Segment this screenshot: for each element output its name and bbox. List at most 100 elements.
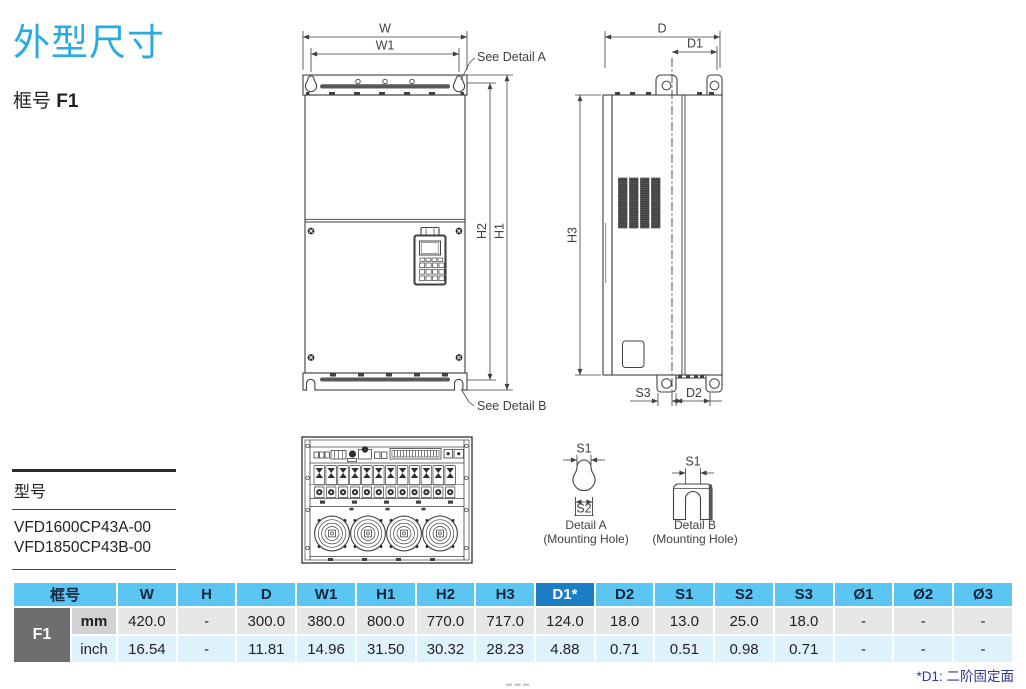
bottom-notch-left bbox=[305, 378, 316, 391]
cell: - bbox=[177, 636, 236, 662]
cell: 0.51 bbox=[655, 636, 714, 662]
page-title: 外型尺寸 bbox=[13, 22, 165, 63]
bottom-view bbox=[301, 436, 473, 564]
cell: 300.0 bbox=[237, 608, 296, 634]
side-tab-bottom-left bbox=[656, 375, 677, 393]
mounting-keyhole-right bbox=[452, 75, 466, 93]
mounting-keyhole-left bbox=[304, 75, 318, 93]
detail-b-title: Detail B bbox=[674, 518, 716, 532]
header-h3: H3 bbox=[476, 583, 535, 606]
header-h: H bbox=[177, 583, 236, 606]
see-detail-b-label: See Detail B bbox=[477, 399, 546, 413]
cell: - bbox=[954, 608, 1012, 634]
side-body bbox=[611, 94, 723, 376]
header-h1: H1 bbox=[356, 583, 415, 606]
bottom-flange bbox=[302, 372, 468, 391]
model-item: VFD1600CP43A-00 bbox=[14, 519, 151, 536]
dim-label-d1: D1 bbox=[687, 37, 703, 51]
bottom-notch-right bbox=[453, 378, 464, 391]
cell: - bbox=[834, 636, 893, 662]
header-s2: S2 bbox=[715, 583, 773, 606]
header-s3: S3 bbox=[774, 583, 833, 606]
cell-d1: 4.88 bbox=[536, 636, 594, 662]
front-view: W W1 bbox=[302, 22, 546, 413]
side-tab-top-left bbox=[655, 74, 678, 95]
see-detail-a-label: See Detail A bbox=[477, 50, 546, 64]
header-d2: D2 bbox=[595, 583, 654, 606]
model-section-heading: 型号 bbox=[12, 472, 176, 510]
dim-label-d2: D2 bbox=[686, 386, 702, 400]
detail-b-caption: (Mounting Hole) bbox=[652, 532, 737, 546]
cell: 18.0 bbox=[595, 608, 654, 634]
side-front-panel bbox=[602, 94, 613, 376]
table-header-row: 框号 W H D W1 H1 H2 H3 D1* D2 S1 S2 S3 Ø1 … bbox=[14, 583, 1012, 606]
header-w: W bbox=[118, 583, 176, 606]
cell: 420.0 bbox=[118, 608, 176, 634]
header-d1: D1* bbox=[536, 583, 594, 606]
detail-a-caption: (Mounting Hole) bbox=[543, 532, 628, 546]
cell: 0.71 bbox=[595, 636, 654, 662]
cell: 0.71 bbox=[774, 636, 833, 662]
side-tab-top-right bbox=[706, 74, 723, 95]
frame-number-value: F1 bbox=[56, 91, 79, 112]
front-body bbox=[304, 94, 466, 374]
model-section: 型号 VFD1600CP43A-00 VFD1850CP43B-00 bbox=[12, 469, 176, 570]
detail-b: S1 Detail B (Mounting Hole) bbox=[652, 455, 737, 547]
cell: 13.0 bbox=[655, 608, 714, 634]
cell: 16.54 bbox=[118, 636, 176, 662]
dim-label-h3: H3 bbox=[566, 227, 580, 243]
bottom-view-outline bbox=[301, 436, 473, 564]
dimension-table: 框号 W H D W1 H1 H2 H3 D1* D2 S1 S2 S3 Ø1 … bbox=[12, 581, 1014, 664]
cell: 0.98 bbox=[715, 636, 773, 662]
header-h2: H2 bbox=[416, 583, 475, 606]
rail-holes bbox=[305, 443, 469, 551]
cell: 31.50 bbox=[356, 636, 415, 662]
bottom-slot bbox=[320, 377, 450, 382]
table-footnote: *D1: 二阶固定面 bbox=[916, 669, 1014, 684]
io-connector bbox=[389, 448, 442, 460]
cell: - bbox=[177, 608, 236, 634]
detail-a: S1 S2 Detail A (Mounting Hole) bbox=[543, 442, 628, 547]
side-view: D D1 H3 bbox=[566, 22, 723, 406]
page-footer-mark bbox=[506, 683, 529, 686]
top-slot bbox=[320, 84, 450, 89]
flange-tabs-bottom bbox=[330, 373, 448, 377]
dim-label-d: D bbox=[657, 22, 666, 36]
detail-a-s2-label: S2 bbox=[576, 502, 591, 516]
detail-a-s1-label: S1 bbox=[576, 442, 591, 456]
cell: - bbox=[954, 636, 1012, 662]
frame-cell: F1 bbox=[14, 608, 70, 662]
frame-number-prefix: 框号 bbox=[13, 91, 57, 112]
cell: - bbox=[894, 636, 953, 662]
model-list: VFD1600CP43A-00 VFD1850CP43B-00 bbox=[12, 510, 176, 570]
detail-a-title: Detail A bbox=[565, 518, 606, 532]
cell: 14.96 bbox=[297, 636, 355, 662]
vent-grille bbox=[618, 177, 661, 229]
side-top-clips bbox=[615, 92, 714, 95]
cell: - bbox=[894, 608, 953, 634]
cell: 18.0 bbox=[774, 608, 833, 634]
header-o2: Ø2 bbox=[894, 583, 953, 606]
cell: - bbox=[834, 608, 893, 634]
keyhole-shape bbox=[572, 459, 596, 492]
cell: 11.81 bbox=[237, 636, 296, 662]
header-o1: Ø1 bbox=[834, 583, 893, 606]
mid-band-marks bbox=[320, 500, 453, 511]
control-board-components bbox=[313, 446, 464, 463]
frame-number-label: 框号 F1 bbox=[13, 86, 78, 113]
side-tab-bottom-right bbox=[705, 375, 723, 393]
dim-label-w1: W1 bbox=[376, 39, 395, 53]
cell: 380.0 bbox=[297, 608, 355, 634]
unit-cell-mm: mm bbox=[72, 608, 117, 634]
unit-cell-inch: inch bbox=[72, 636, 117, 662]
table-row-inch: inch 16.54 - 11.81 14.96 31.50 30.32 28.… bbox=[14, 636, 1012, 662]
dim-label-h1: H1 bbox=[493, 223, 507, 239]
header-o3: Ø3 bbox=[954, 583, 1012, 606]
header-frame: 框号 bbox=[14, 583, 117, 606]
header-w1: W1 bbox=[297, 583, 355, 606]
dim-label-h2: H2 bbox=[475, 223, 489, 239]
cooling-fans bbox=[314, 515, 458, 552]
cell: 25.0 bbox=[715, 608, 773, 634]
